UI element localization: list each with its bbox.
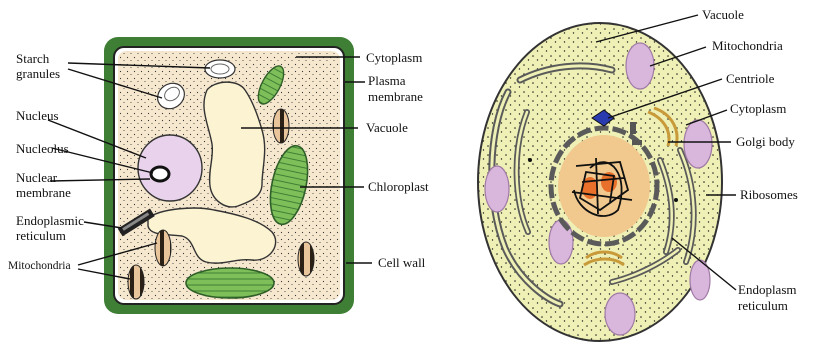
label-centriole: Centriole — [726, 71, 775, 86]
label-ribosomes: Ribosomes — [740, 187, 798, 202]
label-starch-granules-line2: granules — [16, 66, 60, 81]
label-chloroplast: Chloroplast — [368, 179, 429, 194]
label-mitochondria-plant: Mitochondria — [8, 260, 71, 272]
animal-mitochondrion-3 — [684, 120, 712, 168]
plant-mitochondrion-4 — [298, 242, 314, 276]
animal-cell: Vacuole Mitochondria Centriole Cytoplasm… — [478, 7, 798, 341]
label-vacuole-plant: Vacuole — [366, 120, 408, 135]
label-endoplasmic-reticulum-line1: Endoplasmic — [16, 213, 84, 228]
label-endoplasm-reticulum-line2: reticulum — [738, 298, 788, 313]
animal-mitochondrion-2 — [485, 166, 509, 212]
plant-chloroplast-bottom — [186, 268, 274, 298]
label-golgi-body: Golgi body — [736, 134, 795, 149]
label-nucleus: Nucleus — [16, 108, 59, 123]
label-plasma-membrane-line2: membrane — [368, 89, 423, 104]
label-cell-wall: Cell wall — [378, 255, 426, 270]
label-plasma-membrane-line1: Plasma — [368, 73, 406, 88]
animal-mitochondrion-1 — [626, 43, 654, 89]
label-endoplasm-reticulum-line1: Endoplasm — [738, 282, 797, 297]
label-cytoplasm-animal: Cytoplasm — [730, 101, 786, 116]
plant-starch-granule-1 — [205, 60, 235, 78]
plant-nucleus — [138, 135, 202, 201]
label-cytoplasm-plant: Cytoplasm — [366, 50, 422, 65]
label-nucleolus: Nucleolus — [16, 141, 69, 156]
label-nuclear-membrane-line1: Nuclear — [16, 170, 58, 185]
label-vacuole-animal: Vacuole — [702, 7, 744, 22]
label-endoplasmic-reticulum-line2: reticulum — [16, 228, 66, 243]
label-nuclear-membrane-line2: membrane — [16, 185, 71, 200]
plant-mitochondrion-1 — [273, 109, 289, 143]
plant-cell: Starch granules Nucleus Nucleolus Nuclea… — [8, 37, 429, 314]
label-mitochondria-animal: Mitochondria — [712, 38, 783, 53]
plant-mitochondrion-3 — [128, 265, 144, 299]
plant-nucleolus — [151, 167, 169, 181]
animal-mitochondrion-5 — [605, 293, 635, 335]
plant-mitochondrion-2 — [155, 230, 171, 266]
label-starch-granules-line1: Starch — [16, 51, 50, 66]
